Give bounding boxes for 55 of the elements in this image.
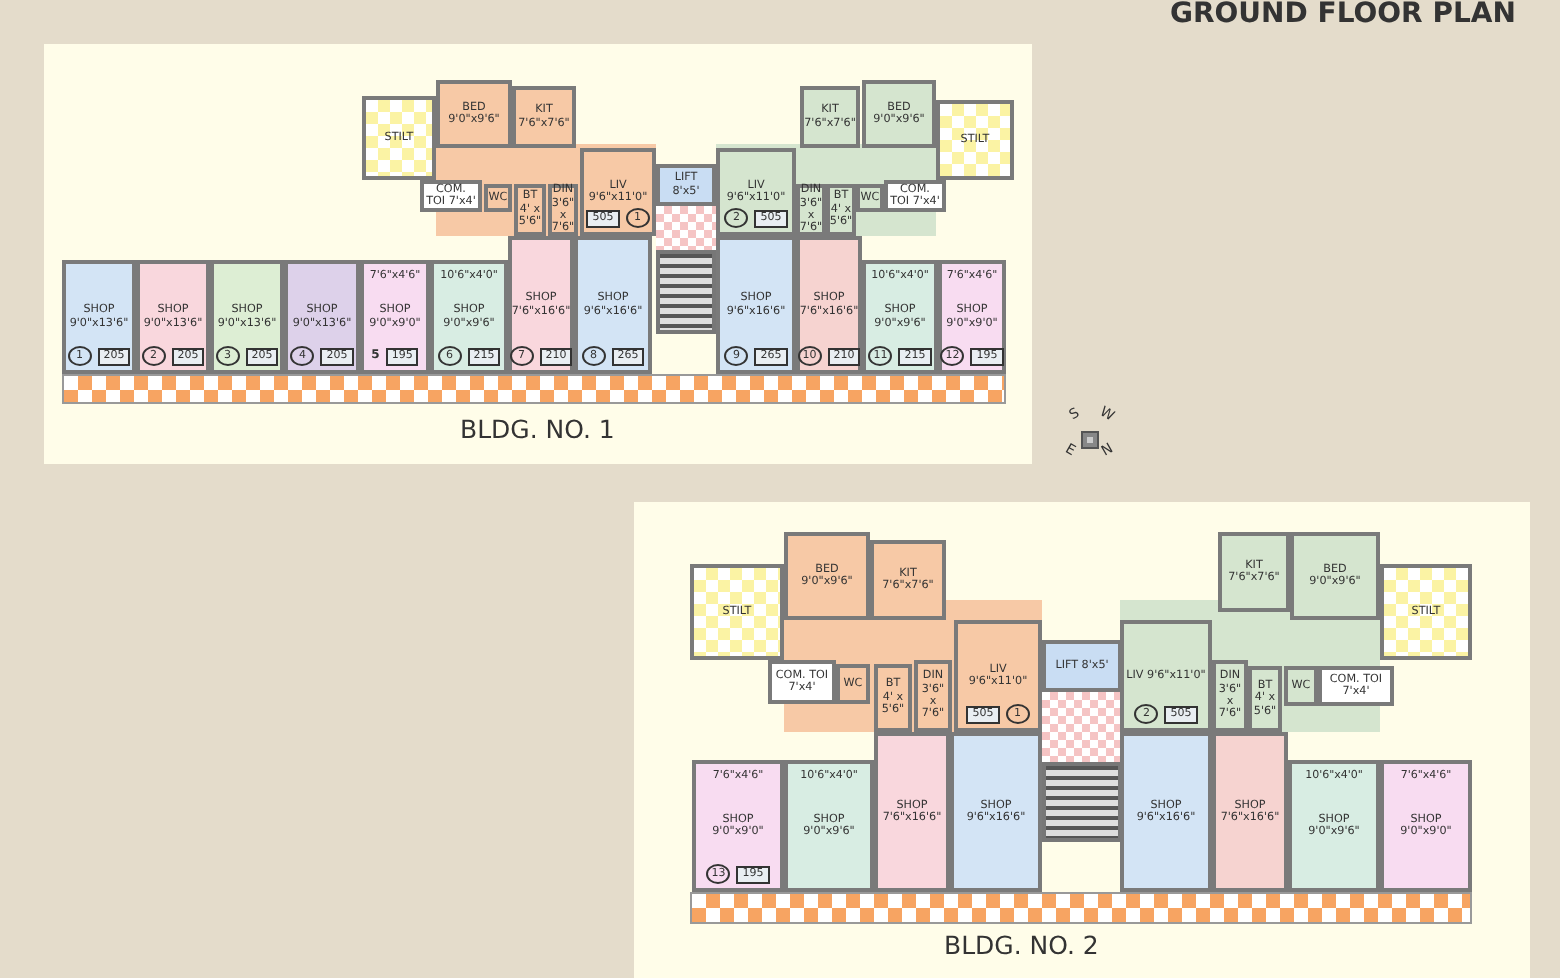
room — [716, 236, 796, 374]
room — [1248, 666, 1282, 732]
room — [362, 96, 436, 180]
room — [1380, 760, 1472, 892]
room — [874, 664, 912, 732]
room — [836, 664, 870, 704]
room — [938, 260, 1006, 374]
room — [574, 236, 652, 374]
room — [690, 564, 784, 660]
room — [62, 260, 136, 374]
room — [430, 260, 508, 374]
room — [796, 236, 862, 374]
room — [1380, 564, 1472, 660]
room — [862, 80, 936, 148]
room — [1318, 666, 1394, 706]
room — [856, 184, 884, 212]
room — [484, 184, 512, 212]
room — [950, 732, 1042, 892]
room — [1290, 532, 1380, 620]
room — [936, 100, 1014, 180]
room — [784, 532, 870, 620]
room — [862, 260, 938, 374]
building-panel — [44, 44, 1032, 464]
room — [508, 236, 574, 374]
room — [1120, 620, 1212, 732]
room — [692, 760, 784, 892]
room — [954, 620, 1042, 732]
room — [656, 164, 716, 206]
room — [1218, 532, 1290, 612]
room — [1284, 666, 1318, 706]
room — [514, 184, 546, 236]
room — [512, 86, 576, 148]
room — [826, 184, 856, 236]
building-label: BLDG. NO. 1 — [460, 414, 615, 444]
room — [914, 660, 952, 732]
room — [784, 760, 874, 892]
room — [800, 86, 860, 148]
room — [1120, 732, 1212, 892]
room — [874, 732, 950, 892]
room — [768, 660, 836, 704]
room — [360, 260, 430, 374]
building-label: BLDG. NO. 2 — [944, 930, 1099, 960]
room — [1212, 732, 1288, 892]
room — [1288, 760, 1380, 892]
room — [436, 80, 512, 148]
building-panel — [634, 502, 1530, 978]
room — [284, 260, 360, 374]
room — [136, 260, 210, 374]
room — [870, 540, 946, 620]
room — [210, 260, 284, 374]
room — [1212, 660, 1248, 732]
room — [580, 148, 656, 236]
room — [716, 148, 796, 236]
room — [1042, 640, 1122, 692]
page-title: GROUND FLOOR PLAN — [1170, 0, 1516, 30]
